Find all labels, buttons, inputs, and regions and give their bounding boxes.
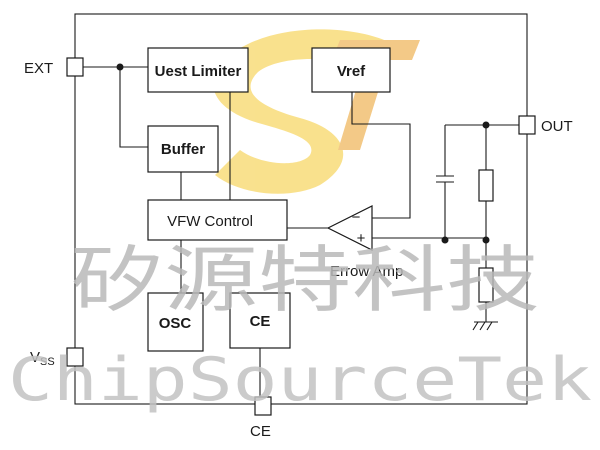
junction-dots (116, 63, 490, 244)
watermark-english: ChipSourceTek (8, 345, 592, 415)
uest-limiter-label: Uest Limiter (155, 63, 242, 80)
pin-ce (254, 396, 272, 416)
pin-ce-label: CE (250, 423, 271, 440)
uest-limiter-block (147, 47, 249, 93)
osc-label: OSC (159, 315, 192, 332)
feedback-resistor-top (478, 169, 494, 202)
buffer-block (147, 125, 219, 173)
pin-out-label: OUT (541, 118, 573, 135)
feedback-resistor-bottom (478, 267, 494, 303)
watermark-chinese: 矽源特科技 (70, 238, 540, 322)
vfw-control-block (147, 199, 288, 241)
chip-outline (74, 13, 528, 405)
pin-vss (66, 347, 84, 367)
logo-watermark (213, 29, 420, 194)
osc-block (147, 292, 204, 352)
vfw-control-label: VFW Control (167, 213, 253, 230)
vref-label: Vref (337, 63, 366, 80)
buffer-label: Buffer (161, 141, 205, 158)
wires (83, 66, 519, 397)
error-amp-minus: − (352, 209, 361, 226)
vref-block (311, 47, 391, 93)
ground-icon (472, 321, 498, 331)
pin-ext-label: EXT (24, 60, 53, 77)
ce-block-label: CE (250, 313, 271, 330)
pin-out (518, 115, 536, 135)
error-amp-label: Errow Amp (330, 263, 403, 280)
error-amp-triangle (326, 205, 373, 251)
pin-ext (66, 57, 84, 77)
ce-block (229, 292, 291, 349)
output-capacitor (436, 175, 454, 183)
error-amp-plus: + (357, 230, 366, 247)
pin-vss-label: VSS (30, 349, 55, 368)
